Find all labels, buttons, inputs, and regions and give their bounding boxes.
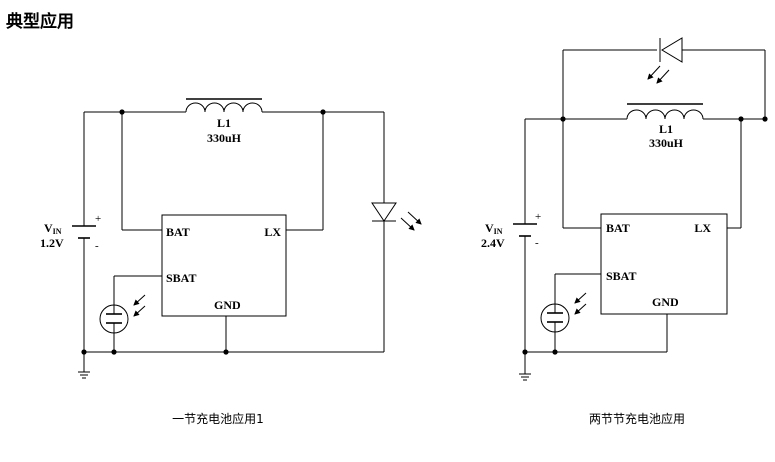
junction-dot <box>223 349 229 355</box>
right-ic-body <box>600 213 728 315</box>
right-inductor-value: 330uH <box>649 136 684 150</box>
left-vin-value: 1.2V <box>40 236 64 250</box>
left-wires <box>83 111 385 372</box>
right-ground-symbol <box>519 373 531 381</box>
right-pin-lx: LX <box>694 221 711 235</box>
left-battery-symbol <box>72 225 96 239</box>
right-pin-sbat: SBAT <box>606 269 636 283</box>
left-ic-body <box>161 214 287 317</box>
right-battery-minus: - <box>535 237 539 249</box>
left-circuit: L1 330uH BAT LX SBAT GND + - VIN 1.2V <box>40 98 422 426</box>
junction-dot <box>522 349 528 355</box>
section-heading: 典型应用 <box>6 11 74 32</box>
junction-dot <box>111 349 117 355</box>
left-ground-symbol <box>78 371 90 379</box>
left-pin-sbat: SBAT <box>166 271 196 285</box>
left-battery-minus: - <box>95 240 99 252</box>
junction-dot <box>552 349 558 355</box>
junction-dot <box>560 116 566 122</box>
left-photocell-symbol <box>99 294 146 334</box>
left-inductor-name: L1 <box>217 116 231 130</box>
junction-dot <box>762 116 768 122</box>
right-photocell-symbol <box>540 292 587 333</box>
left-inductor-value: 330uH <box>207 131 242 145</box>
right-pin-gnd: GND <box>652 295 679 309</box>
right-pin-bat: BAT <box>606 221 630 235</box>
left-battery-plus: + <box>95 213 101 225</box>
junction-dot <box>81 349 87 355</box>
left-pin-bat: BAT <box>166 225 190 239</box>
right-battery-symbol <box>513 223 537 237</box>
junction-dot <box>738 116 744 122</box>
junction-dot <box>119 109 125 115</box>
right-battery-plus: + <box>535 211 541 223</box>
left-pin-lx: LX <box>264 225 281 239</box>
right-led-symbol <box>647 37 683 84</box>
right-wires <box>524 49 766 374</box>
right-inductor-name: L1 <box>659 122 673 136</box>
left-vin-label: VIN <box>44 221 62 236</box>
left-pin-gnd: GND <box>214 298 241 312</box>
junction-dot <box>320 109 326 115</box>
right-vin-value: 2.4V <box>481 236 505 250</box>
left-inductor-symbol <box>185 98 263 113</box>
right-circuit: L1 330uH BAT LX SBAT GND + - VIN 2.4V <box>481 37 768 426</box>
left-led-symbol <box>371 202 422 231</box>
right-inductor-symbol <box>626 103 704 120</box>
right-caption: 两节节充电池应用 <box>589 411 685 426</box>
left-caption: 一节充电池应用1 <box>172 411 264 426</box>
right-vin-label: VIN <box>485 221 503 236</box>
